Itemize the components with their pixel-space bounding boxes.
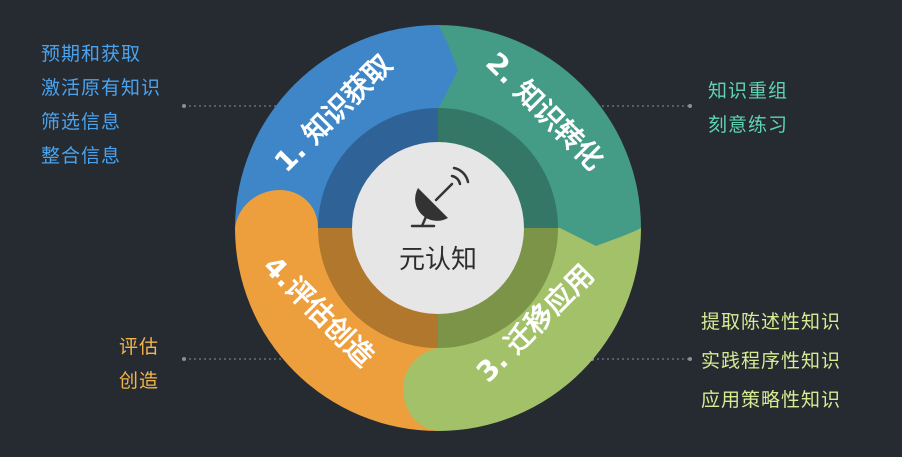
list-item: 激活原有知识 (41, 77, 162, 99)
list-item: 知识重组 (708, 80, 789, 102)
leader-dot (688, 357, 692, 361)
center-disc (352, 142, 524, 314)
center-label: 元认知 (399, 245, 477, 275)
list-item: 提取陈述性知识 (701, 311, 842, 333)
acquire-details-list: 预期和获取 激活原有知识 筛选信息 整合信息 (41, 37, 161, 173)
list-item: 刻意练习 (708, 114, 789, 136)
leader-dot (182, 357, 186, 361)
list-item: 实践程序性知识 (701, 350, 842, 372)
swirl-create (235, 190, 318, 228)
list-item: 应用策略性知识 (701, 389, 842, 411)
list-item: 整合信息 (41, 145, 122, 167)
swirl-transform (560, 228, 641, 246)
swirl-transfer (403, 348, 438, 431)
satellite-dish-icon (410, 166, 470, 228)
leader-dot (182, 104, 186, 108)
list-item: 创造 (119, 370, 160, 392)
list-item: 筛选信息 (41, 111, 122, 133)
swirl-acquire (438, 25, 458, 110)
leader-dot (688, 104, 692, 108)
transfer-details-list: 提取陈述性知识 实践程序性知识 应用策略性知识 (701, 303, 841, 420)
create-details-list: 评估 创造 (119, 330, 159, 398)
list-item: 评估 (119, 336, 160, 358)
transform-details-list: 知识重组 刻意练习 (708, 74, 788, 142)
leader-lines (184, 105, 690, 360)
list-item: 预期和获取 (41, 43, 142, 65)
